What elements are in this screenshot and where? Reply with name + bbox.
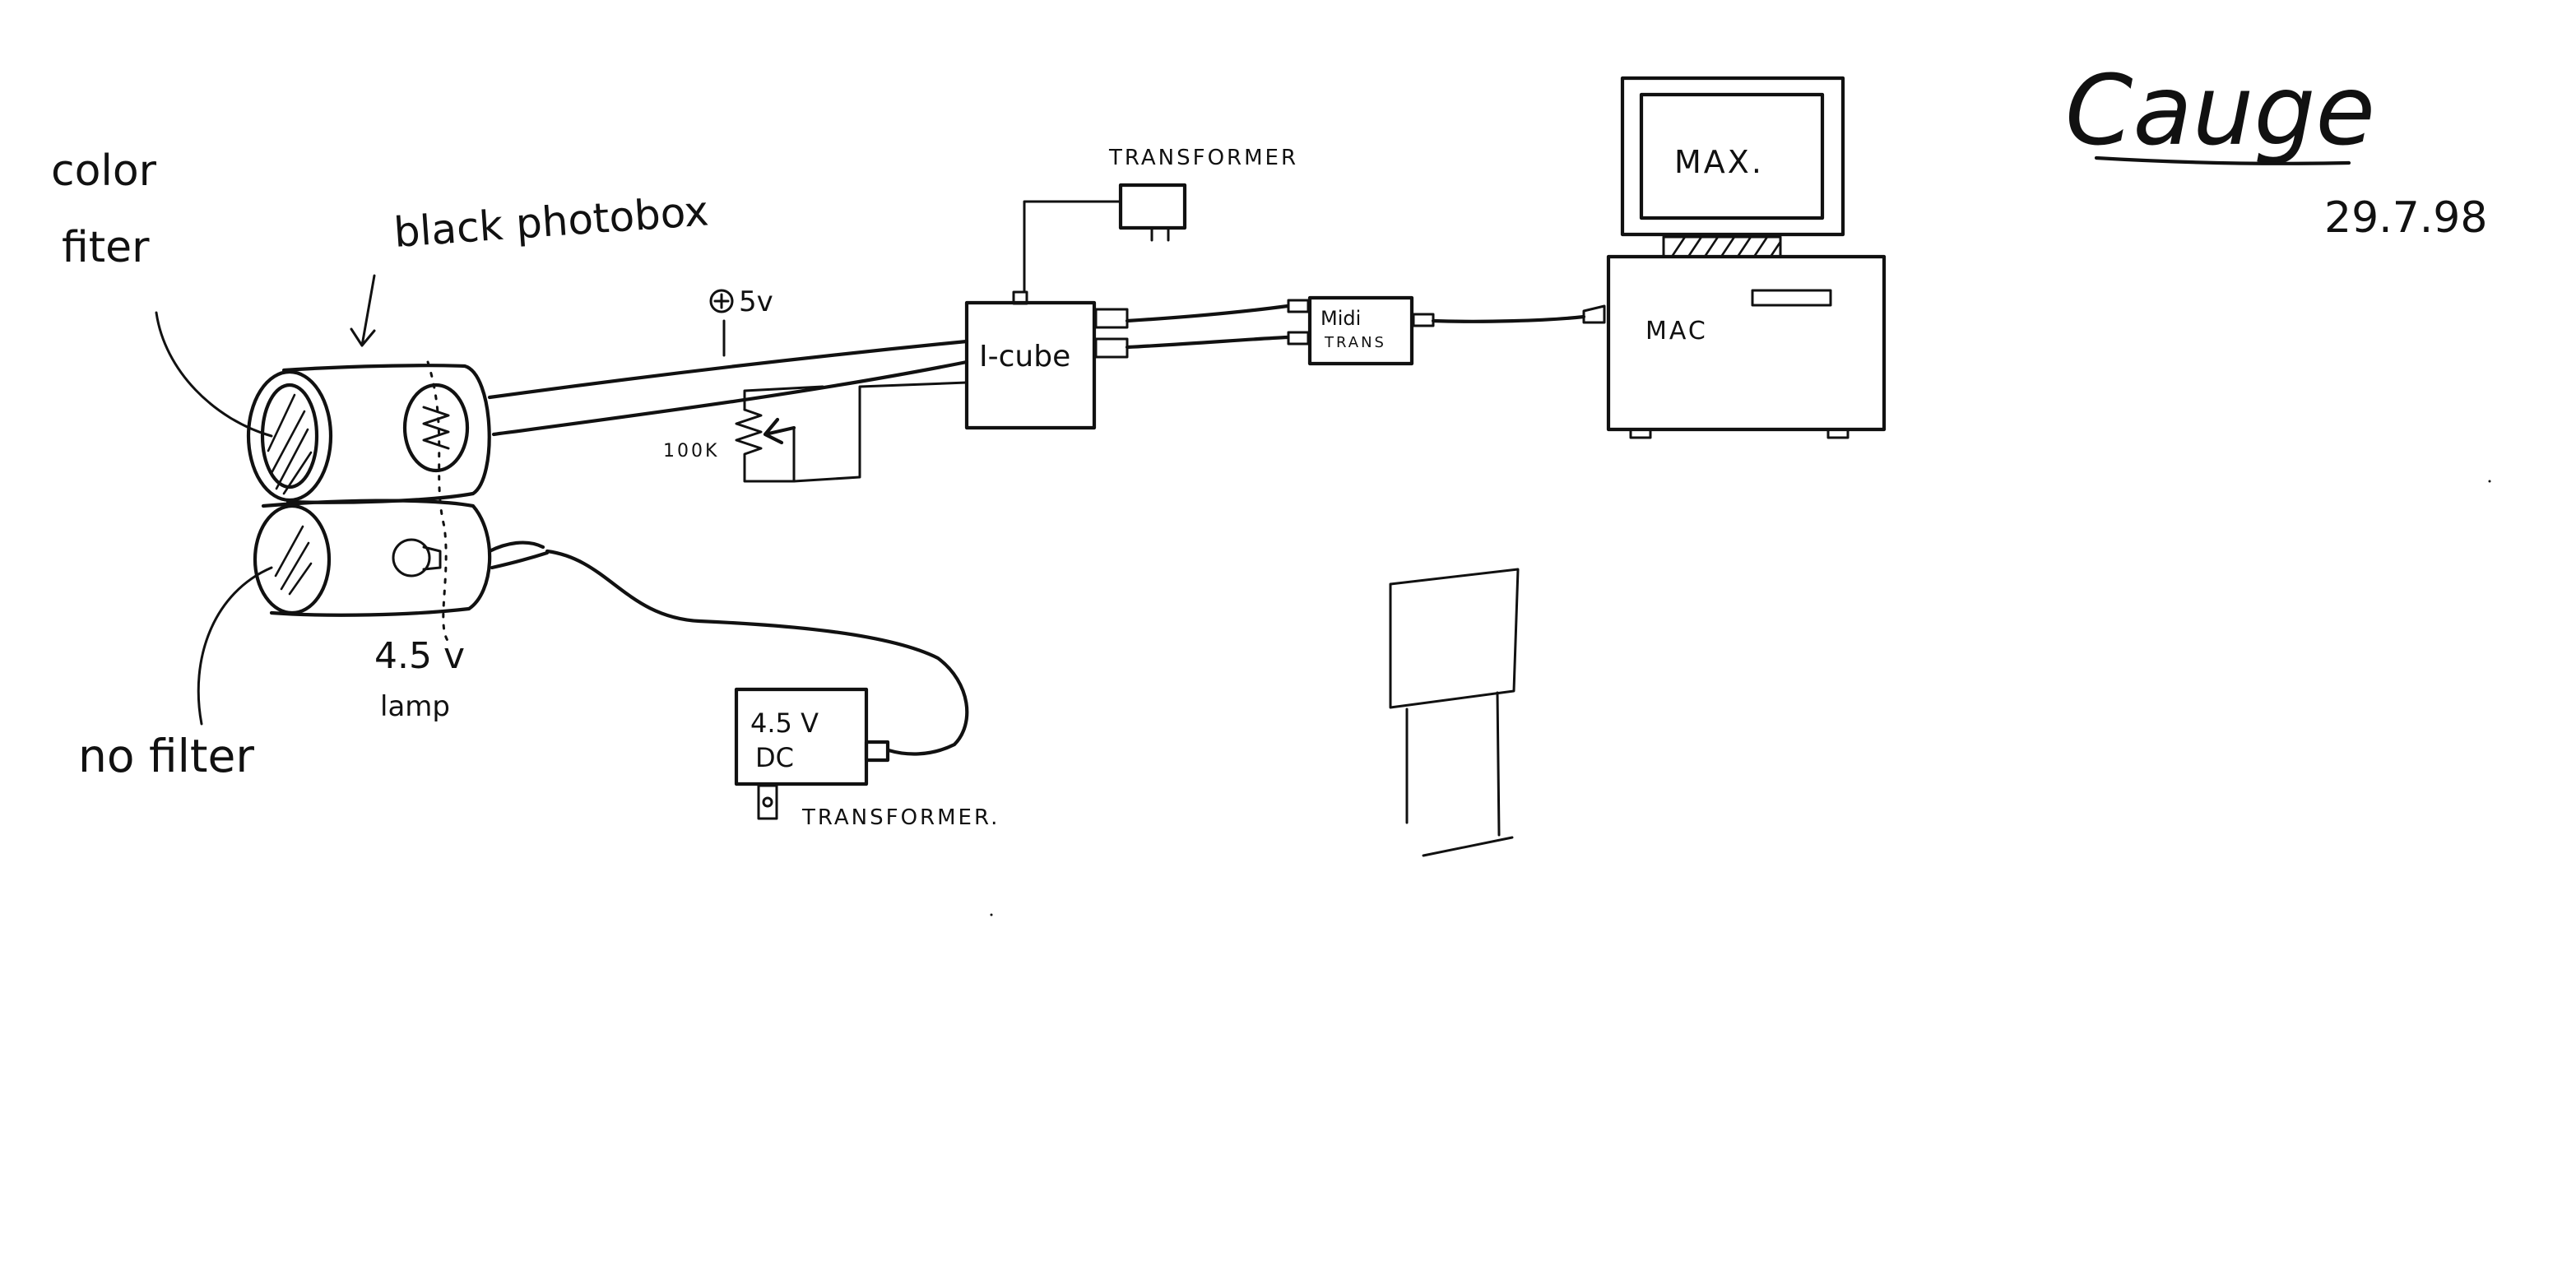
divider-dotted: [426, 360, 450, 643]
sketch-box-upper: [1389, 568, 1520, 709]
color-filter-lens: [246, 369, 333, 503]
dc-transformer-box: [734, 687, 869, 786]
dc-label: DC: [755, 742, 794, 773]
lamp-power-cable: [545, 549, 969, 756]
lamp-label: lamp: [380, 690, 450, 723]
transformer-top-cable: [1023, 200, 1122, 294]
plus-symbol-cross: [713, 293, 730, 309]
color-filter-pointer: [155, 311, 273, 438]
mac-foot-right: [1826, 428, 1850, 439]
photobox-label: black photobox: [392, 187, 710, 257]
color-filter-lens-inner: [260, 383, 319, 489]
lamp-bulb-icon: [392, 538, 431, 578]
midi-interface-box: [1307, 295, 1414, 366]
color-filter-label-2: fiter: [62, 223, 150, 272]
potentiometer-wiper-arrow: [763, 417, 796, 445]
dc-transformer-jack: [864, 740, 890, 763]
annotations: color fiter black photobox 5v 100K no fi…: [51, 146, 1000, 830]
potentiometer: [735, 381, 968, 483]
title-block: Cauge 29.7.98: [2065, 53, 2487, 243]
potentiometer-wire-top: [743, 385, 824, 411]
sketch-title: Cauge: [2065, 53, 2375, 167]
midi-in-port-upper: [1287, 299, 1310, 313]
dc-transformer-pin: [762, 796, 773, 808]
resistor-label: 100K: [663, 441, 719, 462]
photobox-cable-upper: [487, 339, 969, 400]
mac-foot-left: [1629, 428, 1652, 439]
photobox-lower: [253, 360, 550, 643]
transformer-top-pins: [1150, 226, 1170, 242]
lamp-cable-plug: [487, 540, 550, 570]
color-filter-hatching: [267, 393, 313, 495]
photobox-pointer: [350, 274, 376, 347]
dc-transformer: 4.5 V DC: [734, 687, 890, 820]
icube-port-upper: [1094, 308, 1129, 329]
midi-cable-upper: [1125, 304, 1290, 323]
icube-label: I-cube: [979, 340, 1070, 373]
midi-trans-label: TRANS: [1324, 334, 1386, 351]
no-filter-lens: [253, 503, 332, 615]
mac-computer: MAC MAX.: [1606, 76, 1887, 439]
midi-interface: Midi TRANS: [1287, 295, 1435, 366]
midi-out-port: [1412, 313, 1435, 327]
monitor-screen: [1639, 92, 1825, 220]
midi-in-port-lower: [1287, 331, 1310, 346]
potentiometer-resistor: [735, 408, 796, 483]
transformer-top-label: TRANSFORMER: [1108, 146, 1298, 170]
photobox-cable-lower: [491, 360, 969, 437]
stray-dot: [2488, 480, 2491, 483]
stray-dot: [990, 913, 993, 916]
dc-voltage-label: 4.5 V: [750, 707, 819, 739]
photobox-lower-body: [261, 499, 492, 617]
potentiometer-wire-in: [792, 381, 968, 483]
icube-port-lower: [1094, 337, 1129, 359]
photocell-element: [422, 406, 450, 450]
transformer-top: TRANSFORMER: [1023, 146, 1298, 294]
dc-transformer-plug: [757, 784, 778, 820]
icube-box: [964, 300, 1097, 430]
midi-label: Midi: [1320, 307, 1361, 330]
no-filter-pointer: [197, 566, 273, 726]
sketch-box-lower: [1405, 691, 1514, 857]
plus-5v-label: 5v: [739, 285, 773, 318]
midi-cable-lower: [1125, 335, 1290, 350]
transformer-top-box: [1118, 183, 1187, 230]
lamp-voltage-label: 4.5 v: [374, 635, 465, 677]
sketch-date: 29.7.98: [2324, 193, 2487, 243]
photocell-window: [402, 383, 470, 473]
color-filter-label-1: color: [51, 146, 157, 196]
icube: I-cube: [964, 290, 1129, 430]
icube-power-jack: [1012, 290, 1028, 305]
lamp-bulb-base: [422, 545, 442, 571]
transformer-bottom-label: TRANSFORMER.: [801, 805, 1000, 830]
monitor-frame: [1620, 76, 1845, 237]
monitor-stand-hatch: [1670, 235, 1782, 258]
title-underline: [2094, 155, 2351, 165]
plus-symbol-icon: [709, 289, 734, 313]
no-filter-glass: [274, 525, 313, 596]
mac-label: MAC: [1645, 317, 1708, 346]
mac-input-connector: [1582, 304, 1606, 324]
max-label: MAX.: [1674, 144, 1764, 180]
no-filter-label: no filter: [78, 730, 254, 782]
loose-sketch-boxes: [1389, 568, 1520, 857]
photobox-upper: [246, 364, 491, 504]
mac-floppy-slot: [1751, 289, 1832, 307]
midi-to-mac-cable: [1431, 314, 1586, 323]
